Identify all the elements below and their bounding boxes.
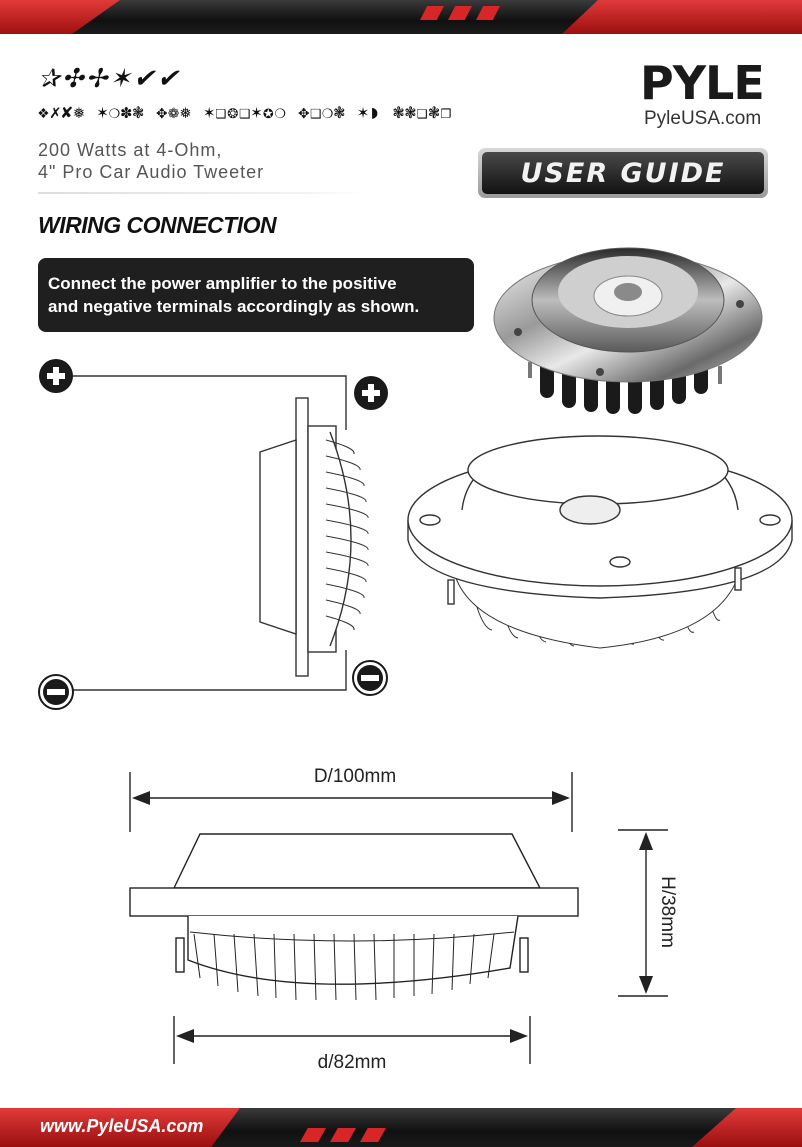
top-red-right [562, 0, 802, 34]
user-guide-label: USER GUIDE [520, 157, 726, 189]
negative-terminal-right [352, 660, 388, 696]
product-subtitle: ❖✗✘❅ ✶❍✽❃ ✥❁❅ ✶❏❂❑✶✪❍ ✥❑❍❃ ✶◗ ❃❃❏❃❐ [38, 102, 453, 123]
instruction-line-1: Connect the power amplifier to the posit… [48, 274, 397, 293]
footer-red-right [692, 1108, 802, 1147]
footer-red-left [0, 1108, 240, 1147]
spec-line-1: 200 Watts at 4-Ohm, [38, 140, 223, 160]
positive-terminal-right [354, 376, 388, 410]
tweeter-photo [493, 247, 763, 414]
dimension-drawing [129, 772, 668, 1064]
tweeter-line-drawing [407, 435, 793, 649]
spec-line-2: 4" Pro Car Audio Tweeter [38, 162, 265, 182]
subtitle-divider [38, 192, 368, 194]
wiring-diagram [70, 375, 369, 691]
footer-url[interactable]: www.PyleUSA.com [40, 1116, 204, 1136]
user-guide-badge: USER GUIDE [478, 148, 768, 198]
top-decor-bar [0, 0, 802, 34]
negative-terminal-left [38, 674, 74, 710]
outer-diameter-label: D/100mm [314, 766, 396, 787]
inner-diameter-label: d/82mm [318, 1052, 387, 1073]
section-title: WIRING CONNECTION [38, 212, 277, 238]
footer-bar: www.PyleUSA.com [0, 1108, 802, 1147]
footer-stripes [300, 1128, 390, 1142]
model-title: ✰✣✢✶✔✔ [38, 64, 181, 94]
height-label: H/38mm [657, 876, 678, 948]
instruction-box: Connect the power amplifier to the posit… [38, 258, 474, 332]
brand-url: PyleUSA.com [644, 108, 762, 129]
top-stripes [420, 6, 500, 20]
positive-terminal-left [39, 359, 73, 393]
pyle-logo: PYLE [640, 56, 765, 110]
instruction-line-2: and negative terminals accordingly as sh… [48, 297, 420, 316]
